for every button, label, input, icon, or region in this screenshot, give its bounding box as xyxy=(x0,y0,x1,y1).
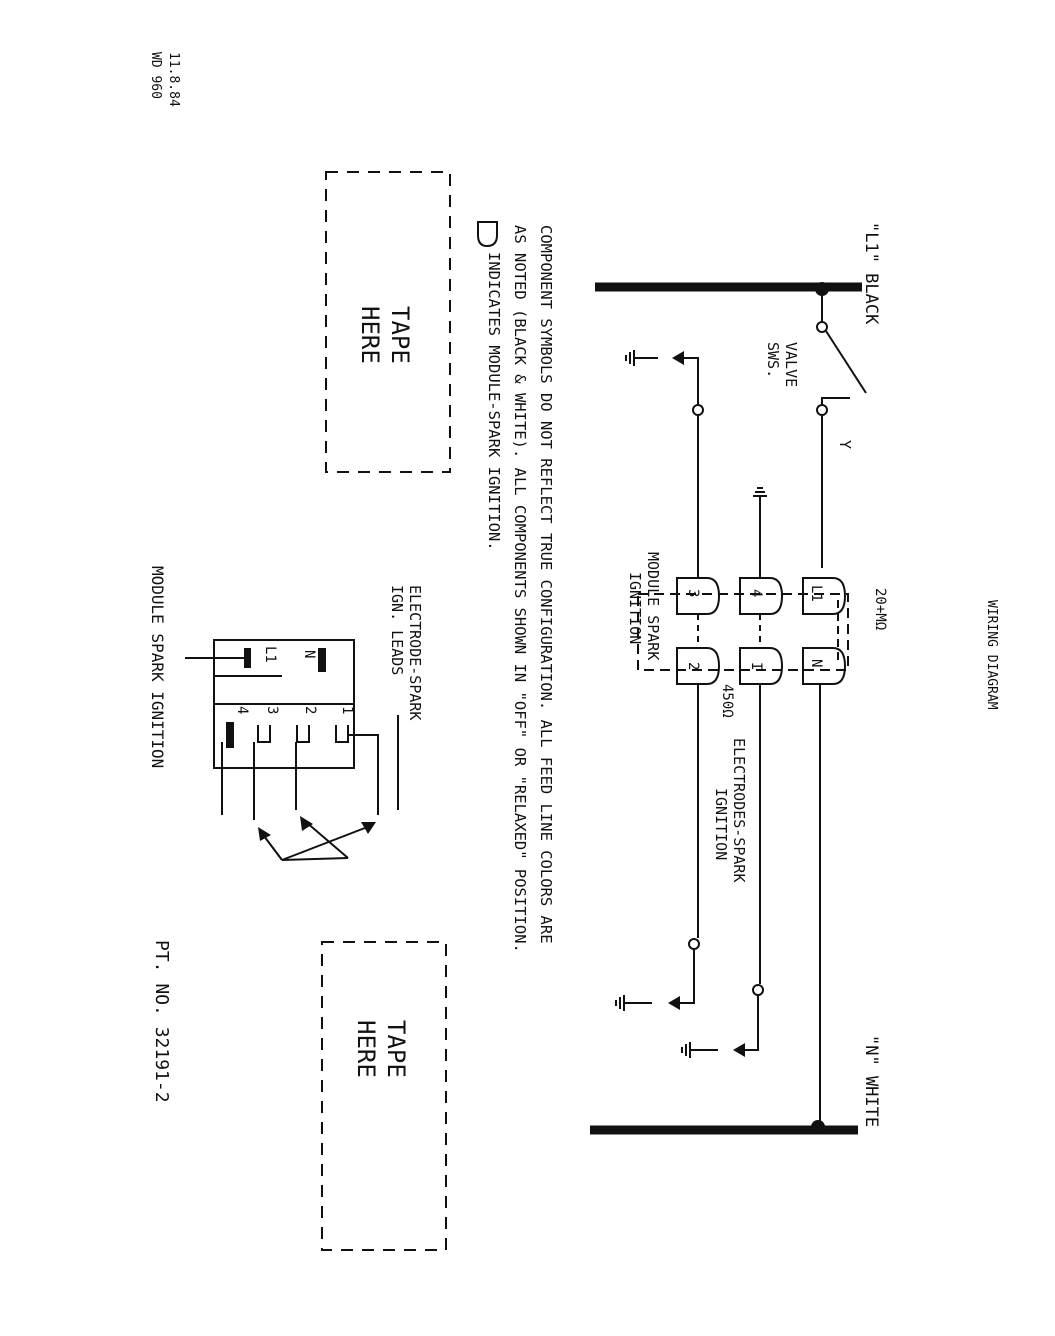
svg-text:2: 2 xyxy=(685,662,701,670)
tape-area-top xyxy=(325,171,451,473)
n-line-label: "N" WHITE xyxy=(861,1035,881,1127)
terminal-2-splice xyxy=(688,938,700,950)
ground-icon xyxy=(615,995,652,1011)
module-spark-symbol-icon xyxy=(477,221,498,248)
diagram-title: WIRING DIAGRAM xyxy=(984,600,999,710)
svg-text:2: 2 xyxy=(302,706,318,714)
electrodes-label-2: IGNITION xyxy=(712,788,730,860)
svg-text:L1: L1 xyxy=(808,585,824,602)
module-resistance-label: 20+MΩ xyxy=(872,588,888,630)
connector-pin-1: 1 xyxy=(335,706,355,743)
connector-pin-2: 2 xyxy=(296,706,318,743)
svg-text:4: 4 xyxy=(234,706,250,714)
ground-icon xyxy=(625,350,658,366)
svg-text:N: N xyxy=(301,650,317,658)
terminal-3-arrow-icon xyxy=(672,351,684,365)
lead-arrows xyxy=(258,816,376,861)
terminal-1-splice xyxy=(752,984,764,996)
module-resistance-label-2: 450Ω xyxy=(719,684,735,718)
svg-text:1: 1 xyxy=(339,706,355,714)
tape-area-bottom xyxy=(321,941,447,1251)
valve-switch-label-2: SWS. xyxy=(764,342,782,378)
ground-icon xyxy=(681,1042,718,1058)
module-terminal-1: I xyxy=(739,647,784,685)
module-label: MODULE SPARK xyxy=(644,552,662,660)
module-terminal-3: 3 xyxy=(676,577,721,615)
valve-switch-contact-bottom xyxy=(816,404,828,416)
module-terminal-l1: L1 xyxy=(802,577,847,615)
tape-label-bottom: TAPE xyxy=(382,1020,410,1078)
svg-text:I: I xyxy=(748,662,764,670)
svg-text:4: 4 xyxy=(748,589,764,597)
connector-pin-4: 4 xyxy=(226,706,250,748)
note-line-1: COMPONENT SYMBOLS DO NOT REFLECT TRUE CO… xyxy=(537,225,555,944)
n-junction-dot xyxy=(811,1120,825,1134)
terminal-1-arrow-icon xyxy=(733,1043,745,1057)
svg-text:3: 3 xyxy=(685,589,701,597)
connector-title: ELECTRODE-SPARK xyxy=(406,585,424,720)
terminal-2-arrow-icon xyxy=(668,996,680,1010)
note-line-3: INDICATES MODULE-SPARK IGNITION. xyxy=(485,252,503,551)
valve-switch-label: VALVE xyxy=(782,342,800,387)
l1-line-label: "L1" BLACK xyxy=(861,222,881,325)
electrodes-label: ELECTRODES-SPARK xyxy=(730,738,748,883)
svg-text:3: 3 xyxy=(264,706,280,714)
drawing-number: WD 960 xyxy=(148,52,163,99)
terminal-3-splice xyxy=(692,404,704,416)
tape-label-top-2: HERE xyxy=(356,306,384,364)
valve-switch-contact-top xyxy=(816,321,828,333)
tape-label-bottom-2: HERE xyxy=(352,1020,380,1078)
module-label-2: IGNITION xyxy=(626,572,644,644)
module-terminal-2: 2 xyxy=(676,647,721,685)
yellow-wire-label: Y xyxy=(836,440,854,449)
module-dashed-boundary xyxy=(637,593,849,671)
svg-text:L1: L1 xyxy=(262,646,278,663)
connector-pin-n: N xyxy=(301,648,326,672)
tape-label-top: TAPE xyxy=(386,306,414,364)
svg-text:N: N xyxy=(808,659,824,667)
date-stamp: 11.8.84 xyxy=(166,52,181,107)
module-terminal-4: 4 xyxy=(739,577,784,615)
connector-title-2: IGN. LEADS xyxy=(388,585,406,675)
ground-icon xyxy=(753,487,767,502)
connector-footer-label: MODULE SPARK IGNITION xyxy=(148,566,167,768)
note-line-2: AS NOTED (BLACK & WHITE). ALL COMPONENTS… xyxy=(511,225,529,953)
module-terminal-n: N xyxy=(802,647,847,685)
connector-pin-3: 3 xyxy=(257,706,280,743)
part-number: PT. NO. 32191-2 xyxy=(151,940,172,1103)
connector-pin-l1: L1 xyxy=(185,646,278,668)
valve-switch-blade xyxy=(825,330,867,394)
